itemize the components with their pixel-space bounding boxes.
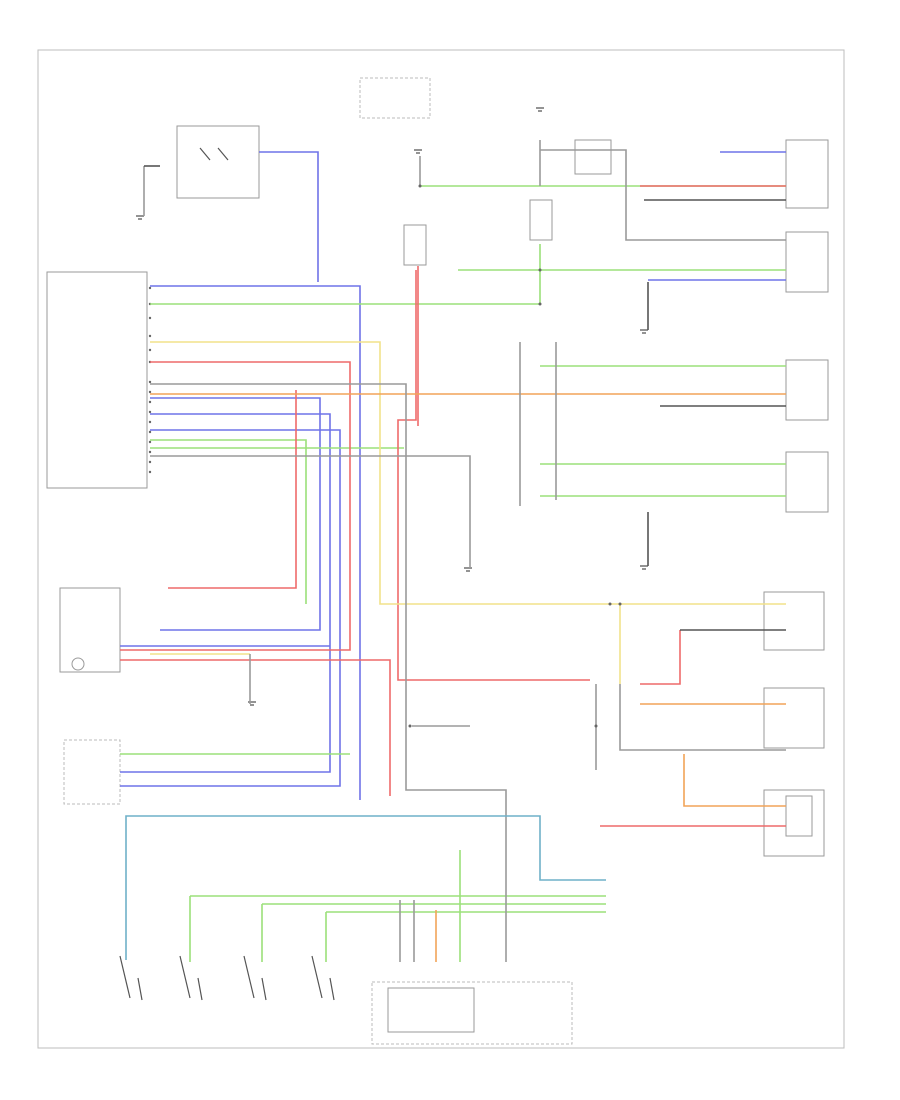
wires-red: [120, 185, 786, 827]
wires-blue: [120, 151, 786, 800]
wires-lightblue: [125, 815, 606, 960]
main-unit-pins: [148, 286, 152, 474]
driver-door-switch-box: [785, 139, 829, 209]
front-pass-door-lock-box: [785, 451, 829, 513]
rear-left-actuator: [763, 591, 825, 651]
main-control-unit: [46, 271, 148, 489]
rear-right-actuator: [763, 687, 825, 749]
relay-top-right: [574, 139, 612, 175]
door-lock-switch: [59, 587, 121, 673]
wires-black: [144, 165, 786, 631]
actuator-motor: [785, 795, 813, 837]
fuse-block: [387, 987, 475, 1033]
diagram-frame: [37, 49, 845, 1049]
wires-gray: [143, 140, 786, 962]
relay-right: [529, 199, 553, 241]
right-connector-marks: [408, 184, 622, 728]
bottom-door-switches: [119, 955, 335, 1001]
wires-orange: [150, 393, 786, 962]
front-pass-door-switch-box: [785, 231, 829, 293]
driver-door-lock-box: [785, 359, 829, 421]
top-fuse-box: [359, 77, 431, 119]
wires-green: [120, 185, 786, 962]
door-lock-motor-symbol: [71, 657, 85, 671]
power-window-switch: [176, 125, 260, 199]
front-pass-actuator: [763, 789, 825, 857]
under-dash-fuse-box: [371, 981, 573, 1045]
relay-left: [403, 224, 427, 266]
wires-yellow: [150, 341, 786, 684]
window-switch-symbol: [199, 147, 229, 161]
security-unit: [63, 739, 121, 805]
